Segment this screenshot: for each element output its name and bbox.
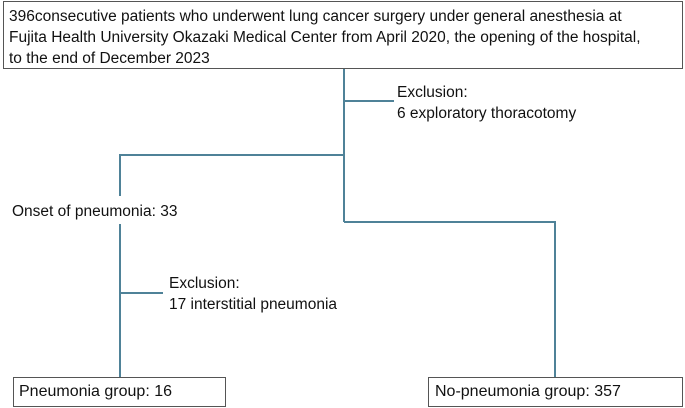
top-box-line-2: Fujita Health University Okazaki Medical…	[9, 29, 641, 46]
exclusion2-title: Exclusion:	[169, 275, 240, 292]
connector-left-down-to-onset	[119, 154, 121, 196]
connector-onset-to-group	[119, 224, 121, 377]
top-box-line-1: 396consecutive patients who underwent lu…	[9, 8, 622, 25]
connector-right-horizontal	[344, 221, 556, 223]
top-box-line-3: to the end of December 2023	[9, 50, 210, 67]
exclusion1-detail: 6 exploratory thoracotomy	[397, 105, 577, 122]
exclusion2-detail: 17 interstitial pneumonia	[169, 296, 338, 313]
patients-source-box: 396consecutive patients who underwent lu…	[3, 1, 683, 69]
pneumonia-group-label: Pneumonia group: 16	[19, 383, 172, 400]
connector-exclusion1-branch	[344, 100, 394, 102]
pneumonia-group-box: Pneumonia group: 16	[13, 377, 226, 407]
onset-of-pneumonia-label: Onset of pneumonia: 33	[12, 203, 178, 220]
connector-exclusion2-branch	[120, 292, 163, 294]
no-pneumonia-group-label: No-pneumonia group: 357	[435, 383, 621, 400]
connector-right-vertical	[554, 221, 556, 377]
no-pneumonia-group-box: No-pneumonia group: 357	[428, 377, 683, 407]
exclusion1-title: Exclusion:	[397, 84, 468, 101]
connector-split-horizontal	[119, 154, 345, 156]
connector-main-vertical	[343, 69, 345, 222]
